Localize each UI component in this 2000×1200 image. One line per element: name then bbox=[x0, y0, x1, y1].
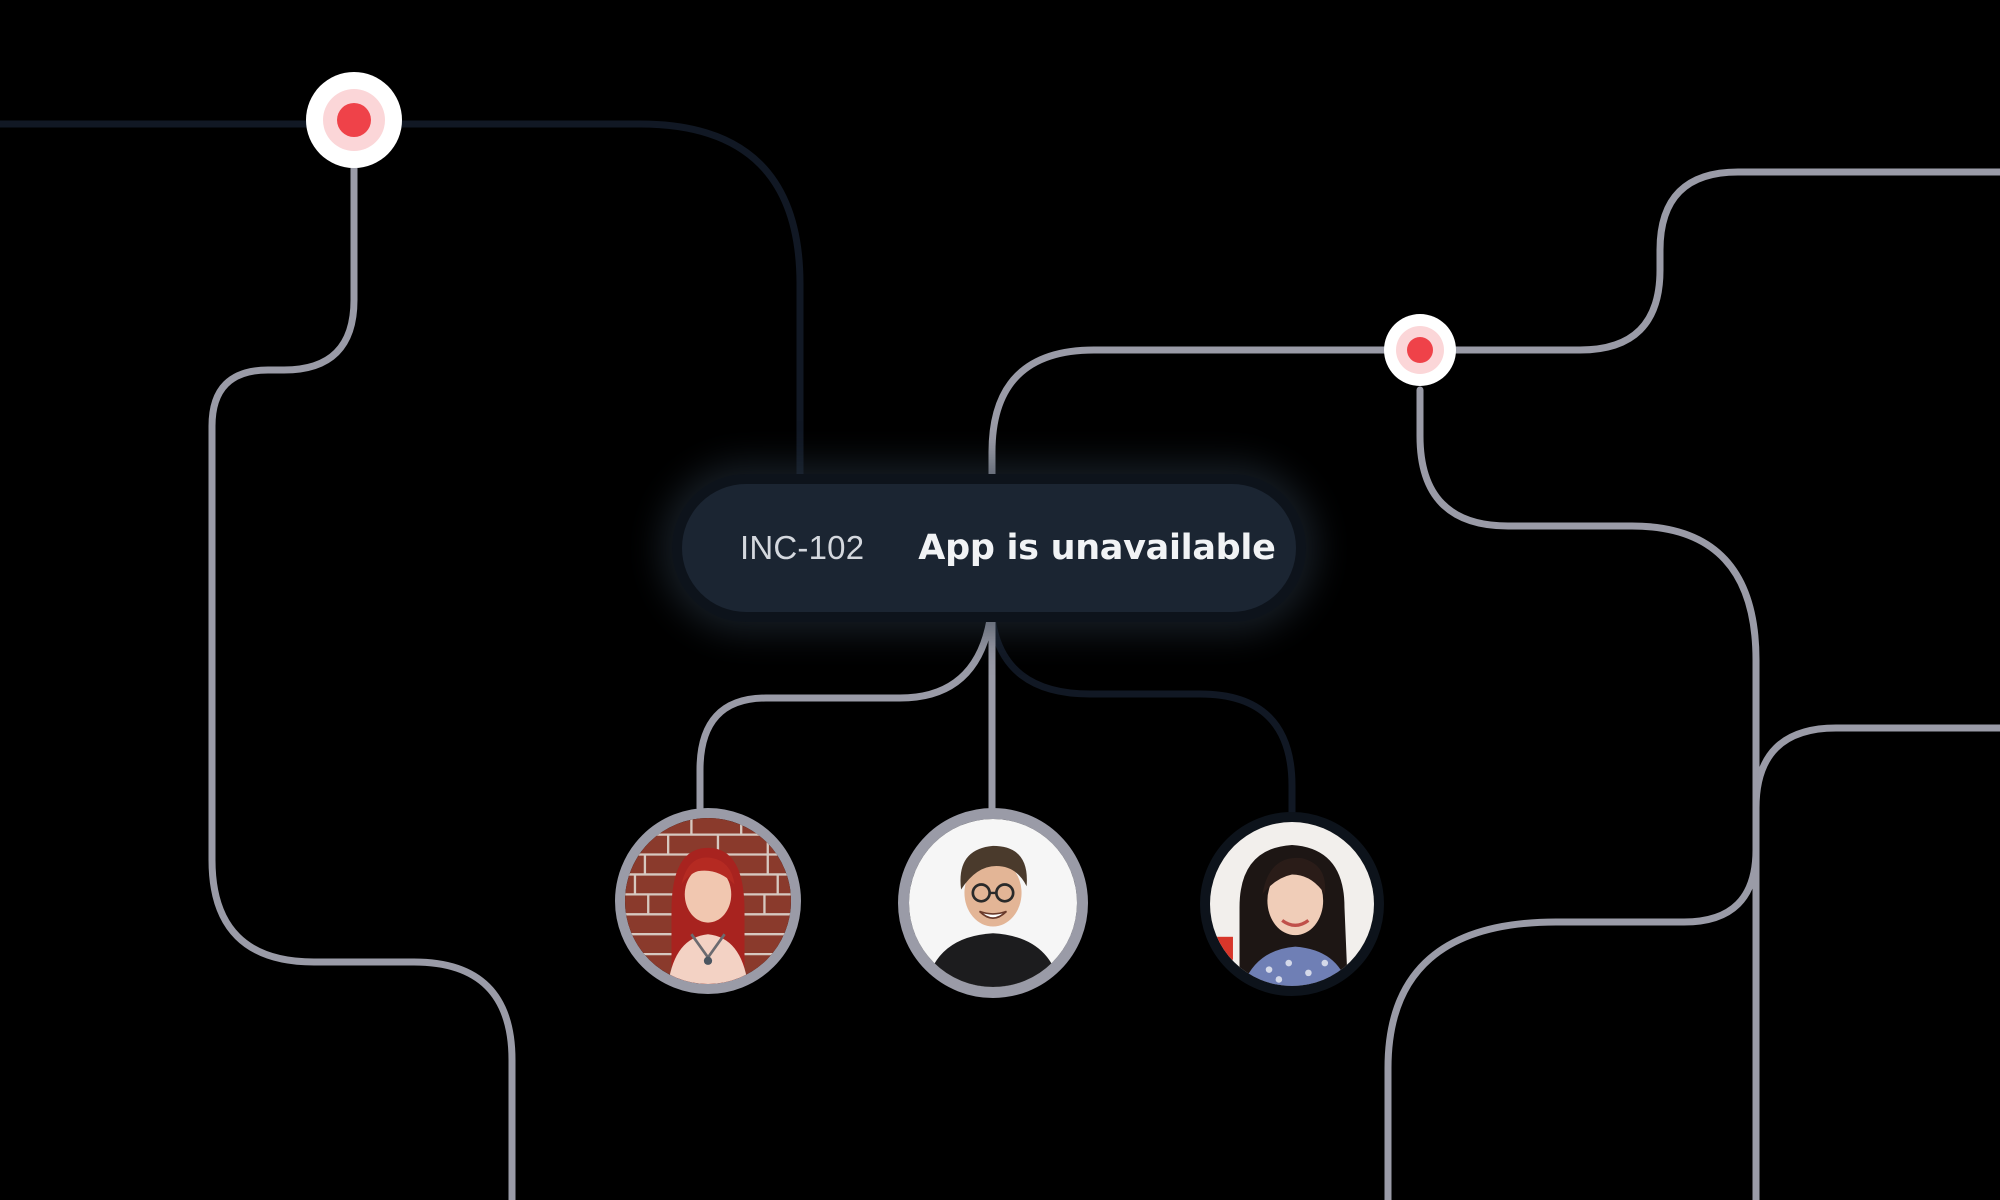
connector-left-loop bbox=[208, 164, 516, 1200]
incident-card[interactable]: INC-102 App is unavailable bbox=[682, 484, 1296, 612]
incident-title: App is unavailable bbox=[918, 528, 1276, 568]
connector-top-to-pill-dark bbox=[392, 120, 804, 484]
alert-dot-icon bbox=[337, 103, 371, 137]
person-photo-icon bbox=[1210, 822, 1374, 986]
responder-avatar-3[interactable] bbox=[1200, 812, 1384, 996]
responder-avatar-2[interactable] bbox=[898, 808, 1088, 998]
alert-node-left[interactable] bbox=[306, 72, 402, 168]
connector-pill-to-right-node bbox=[988, 346, 1394, 484]
person-photo-icon bbox=[625, 818, 791, 984]
alert-dot-icon bbox=[1407, 337, 1433, 363]
connector-pill-to-avatar-3-dark bbox=[988, 614, 1296, 816]
connector-right-node-down bbox=[1416, 386, 1760, 1200]
incident-id: INC-102 bbox=[740, 529, 865, 566]
person-photo-icon bbox=[909, 819, 1077, 987]
responder-avatar-1[interactable] bbox=[615, 808, 801, 994]
connector-pill-to-avatar-1 bbox=[696, 616, 994, 812]
connector-top-right bbox=[1376, 168, 2000, 354]
alert-node-right[interactable] bbox=[1384, 314, 1456, 386]
connector-right-lower-loop bbox=[1384, 724, 2000, 1200]
